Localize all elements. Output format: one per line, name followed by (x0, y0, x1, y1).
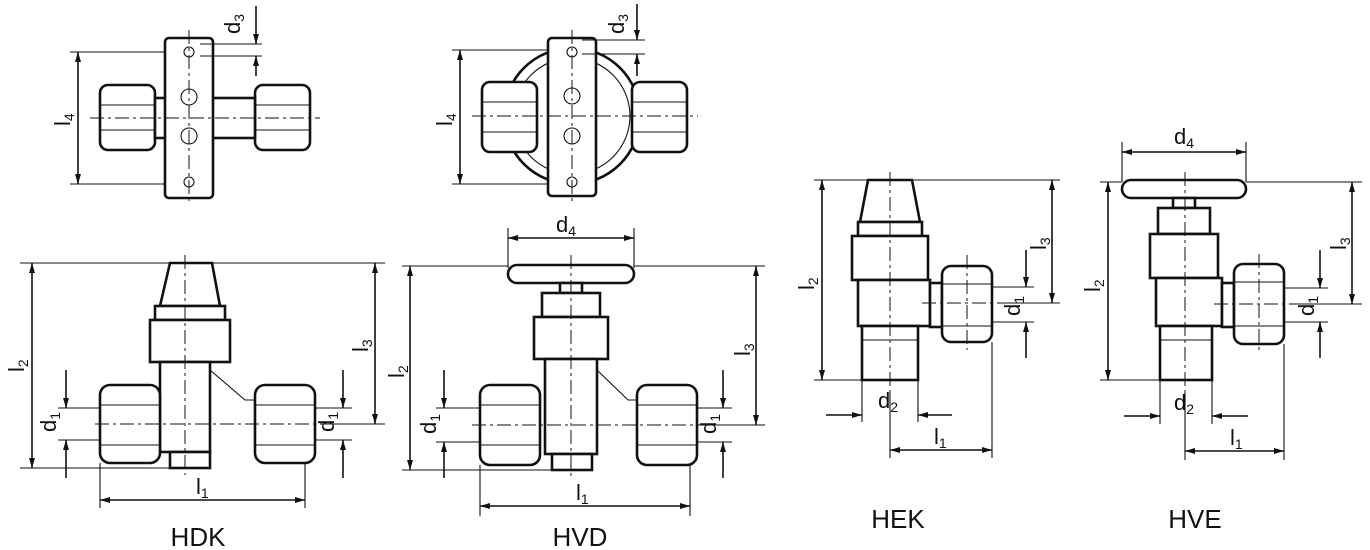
svg-text:l4: l4 (432, 113, 459, 126)
hve-d4-sym: d (1174, 124, 1186, 149)
hvd-top-view: l4 d3 (432, 4, 698, 205)
hek-l2-sym: l (794, 285, 819, 290)
hdk-d3-sym: d (220, 22, 245, 34)
hek-d1-sym: d (1000, 304, 1025, 316)
hve-caption: HVE (1168, 504, 1221, 534)
svg-text:l3: l3 (1326, 237, 1353, 250)
hvd-l2-sym: l (384, 373, 409, 378)
svg-text:d1: d1 (314, 412, 341, 432)
svg-text:d4: d4 (556, 212, 576, 239)
hek-d2-sym: d (878, 388, 890, 413)
hdk-l2-sym: l (4, 367, 29, 372)
svg-text:d2: d2 (878, 388, 898, 415)
svg-text:d1: d1 (1294, 296, 1321, 316)
hvd-l1-sub: 1 (581, 491, 589, 507)
hdk-d1r-sub: 1 (325, 412, 341, 420)
svg-text:l4: l4 (50, 113, 77, 126)
hve-l3-sub: 3 (1337, 237, 1353, 245)
hek-l3-sub: 3 (1037, 237, 1053, 245)
hve-d4-sub: 4 (1186, 135, 1194, 151)
svg-text:l3: l3 (348, 339, 375, 352)
svg-text:l2: l2 (794, 277, 821, 290)
hve-l2-sym: l (1080, 287, 1105, 292)
svg-text:l1: l1 (1230, 425, 1243, 452)
hvd-d1r-sub: 1 (707, 414, 723, 422)
hvd-d1l-sub: 1 (427, 414, 443, 422)
hek-l1-sym: l (934, 424, 939, 449)
hdk-d1l-sym: d (36, 420, 61, 432)
hvd-d4-sym: d (556, 212, 568, 237)
hvd-l2-sub: 2 (395, 365, 411, 373)
hve-l1-sub: 1 (1235, 436, 1243, 452)
hve-view: d4 l2 l3 d1 d2 l1 HVE (1080, 124, 1362, 534)
hvd-l1-sym: l (576, 480, 581, 505)
hvd-d3-sub: 3 (615, 14, 631, 22)
hdk-l4-sub: 4 (61, 113, 77, 121)
hve-d1-sub: 1 (1305, 296, 1321, 304)
hek-view: l2 l3 d1 d2 l1 HEK (794, 172, 1060, 534)
hek-l2-sub: 2 (805, 277, 821, 285)
hvd-d1l-sym: d (416, 422, 441, 434)
svg-text:d2: d2 (1174, 390, 1194, 417)
hve-d1-sym: d (1294, 304, 1319, 316)
svg-text:d4: d4 (1174, 124, 1194, 151)
hvd-l4-sym: l (432, 121, 457, 126)
svg-text:l1: l1 (576, 480, 589, 507)
hvd-d3-sym: d (604, 22, 629, 34)
svg-text:d3: d3 (220, 14, 247, 34)
svg-text:l1: l1 (196, 474, 209, 501)
svg-text:l3: l3 (730, 343, 757, 356)
hdk-l4-sym: l (50, 121, 75, 126)
svg-text:l2: l2 (384, 365, 411, 378)
hek-l1-sub: 1 (939, 435, 947, 451)
hek-l3-sym: l (1026, 245, 1051, 250)
hve-d2-sub: 2 (1186, 401, 1194, 417)
svg-text:l2: l2 (1080, 279, 1107, 292)
hvd-l4-sub: 4 (443, 113, 459, 121)
svg-text:l2: l2 (4, 359, 31, 372)
svg-text:d1: d1 (1000, 296, 1027, 316)
hdk-d1l-sub: 1 (47, 412, 63, 420)
hek-d2-sub: 2 (890, 399, 898, 415)
hdk-l3-sub: 3 (359, 339, 375, 347)
hdk-top-view: l4 d3 (50, 6, 320, 205)
hve-l3-sym: l (1326, 245, 1351, 250)
hdk-l1-sub: 1 (201, 485, 209, 501)
svg-text:d1: d1 (416, 414, 443, 434)
hdk-front-view: l2 l3 d1 d1 l1 HDK (4, 255, 385, 550)
hdk-l1-sym: l (196, 474, 201, 499)
svg-text:d1: d1 (36, 412, 63, 432)
hdk-l2-sub: 2 (15, 359, 31, 367)
hvd-l3-sub: 3 (741, 343, 757, 351)
hvd-l3-sym: l (730, 351, 755, 356)
svg-text:d1: d1 (696, 414, 723, 434)
hdk-l3-sym: l (348, 347, 373, 352)
hvd-front-view: d4 l2 l3 d1 d1 l1 HVD (384, 212, 765, 550)
hdk-caption: HDK (171, 522, 227, 550)
hdk-d3-sub: 3 (231, 14, 247, 22)
hdk-d1r-sym: d (314, 420, 339, 432)
svg-text:l1: l1 (934, 424, 947, 451)
hek-caption: HEK (871, 504, 925, 534)
hvd-d1r-sym: d (696, 422, 721, 434)
hvd-caption: HVD (553, 522, 608, 550)
hek-d1-sub: 1 (1011, 296, 1027, 304)
hve-l1-sym: l (1230, 425, 1235, 450)
hvd-d4-sub: 4 (568, 223, 576, 239)
hve-d2-sym: d (1174, 390, 1186, 415)
svg-text:d3: d3 (604, 14, 631, 34)
hve-l2-sub: 2 (1091, 279, 1107, 287)
svg-text:l3: l3 (1026, 237, 1053, 250)
